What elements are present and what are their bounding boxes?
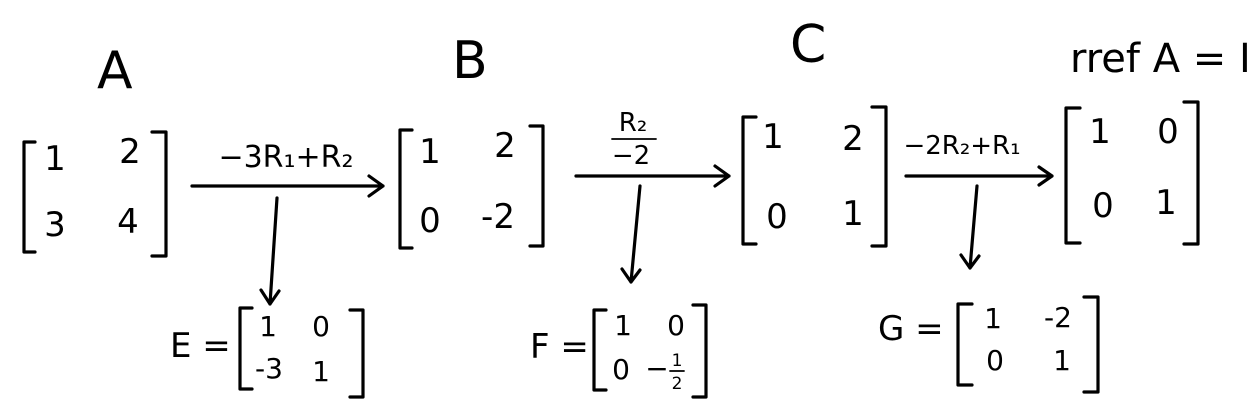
elementary-matrix-g: G = 1 -2 0 1 <box>878 295 1100 394</box>
label-b: B <box>452 31 488 91</box>
matrix-entry: 1 <box>1155 183 1177 223</box>
matrix-entry: 0 <box>1092 186 1114 226</box>
matrix-identity: 1 0 0 1 <box>1064 100 1200 246</box>
right-bracket <box>870 105 888 248</box>
matrix-entry: 1 <box>419 132 441 172</box>
right-bracket <box>150 130 168 258</box>
fraction-numerator: 1 <box>672 351 683 371</box>
elementary-matrix-f: F = 1 0 0 − 1 2 <box>530 303 708 399</box>
matrix-entry: 0 <box>986 344 1004 377</box>
matrix-entry: 0 <box>419 201 441 241</box>
left-bracket <box>956 302 974 387</box>
matrix-entry: 1 <box>259 310 277 343</box>
row-operation-label: −2R₂+R₁ <box>903 131 1020 161</box>
right-arrow <box>904 165 1054 187</box>
matrix-entry: 0 <box>1157 112 1179 152</box>
left-bracket <box>238 306 254 391</box>
right-bracket <box>1082 295 1100 394</box>
matrix-entry: 1 <box>984 302 1002 335</box>
right-arrow <box>190 174 385 198</box>
matrix-entry: 0 <box>766 197 788 237</box>
step-1: −3R₁+R₂ <box>190 140 385 306</box>
rref-statement: rref A = I <box>1070 36 1251 82</box>
matrix-entry: 4 <box>117 202 139 242</box>
label-a: A <box>97 41 133 101</box>
matrix-entry: 1 <box>312 355 330 388</box>
matrix-name-f: F = <box>530 327 589 367</box>
matrix-entry: 1 <box>1053 344 1071 377</box>
matrix-entry: 1 <box>614 309 632 342</box>
down-arrow <box>620 184 642 284</box>
down-arrow <box>259 196 281 306</box>
matrix-c: 1 2 0 1 <box>741 105 888 248</box>
matrix-a: 1 2 3 4 <box>22 130 168 258</box>
matrix-b: 1 2 0 -2 <box>398 124 545 250</box>
right-bracket <box>348 308 365 399</box>
right-bracket <box>1182 100 1200 246</box>
matrix-entry: 2 <box>119 132 141 172</box>
label-c: C <box>790 15 826 75</box>
matrix-entry: 0 <box>667 309 685 342</box>
right-bracket <box>691 303 708 399</box>
right-bracket <box>528 124 545 248</box>
matrix-entry: 1 <box>762 117 784 157</box>
row-operation-denominator: −2 <box>612 141 650 171</box>
matrix-entry: 1 <box>842 194 864 234</box>
matrix-entry: 1 <box>44 139 66 179</box>
matrix-entry: 3 <box>44 205 66 245</box>
right-arrow <box>574 164 731 188</box>
left-bracket <box>22 140 37 254</box>
left-bracket <box>592 308 608 392</box>
matrix-entry: 0 <box>312 310 330 343</box>
row-operation-numerator: R₂ <box>619 108 648 138</box>
matrix-entry: -2 <box>481 197 515 237</box>
step-3: −2R₂+R₁ <box>903 131 1054 270</box>
elementary-matrix-e: E = 1 0 -3 1 <box>170 306 365 399</box>
matrix-entry: -3 <box>255 352 283 385</box>
left-bracket <box>741 115 758 246</box>
fraction-denominator: 2 <box>672 374 683 394</box>
matrix-name-g: G = <box>878 309 944 349</box>
matrix-entry: -2 <box>1044 301 1072 334</box>
left-bracket <box>398 128 414 250</box>
step-2: R₂ −2 <box>574 108 731 284</box>
minus-sign: − <box>645 352 668 385</box>
matrix-entry: 2 <box>494 126 516 166</box>
down-arrow <box>959 184 981 270</box>
matrix-entry: 2 <box>842 119 864 159</box>
row-operation-label: −3R₁+R₂ <box>218 140 353 175</box>
matrix-entry: 1 <box>1089 112 1111 152</box>
left-bracket <box>1064 106 1082 245</box>
matrix-name-e: E = <box>170 326 231 366</box>
matrix-entry: 0 <box>612 353 630 386</box>
